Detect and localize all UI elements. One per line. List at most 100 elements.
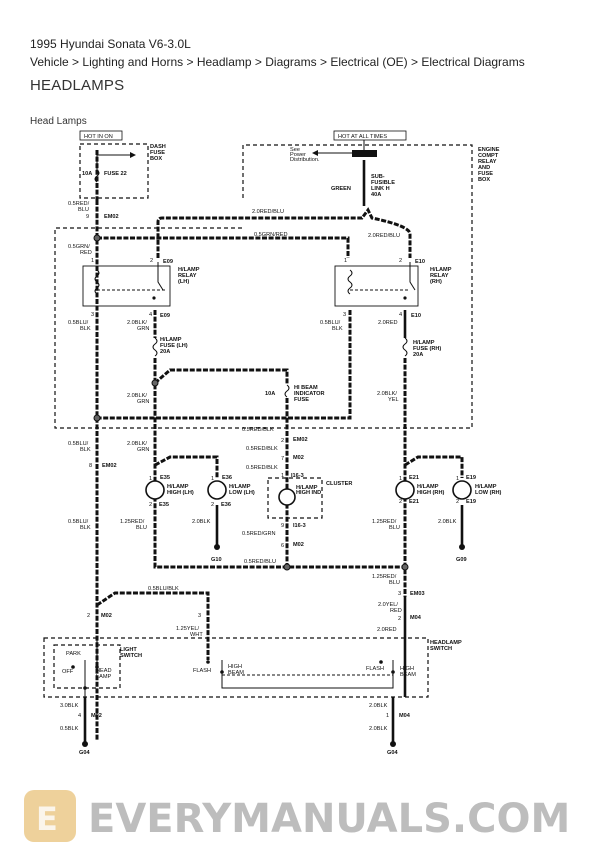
dash-fuse-box-outline — [79, 143, 149, 199]
hot-at-all-times-label: HOT AT ALL TIMES — [338, 134, 387, 140]
svg-text:3: 3 — [198, 613, 201, 619]
svg-text:1.25RED/BLU: 1.25RED/BLU — [372, 519, 400, 531]
svg-text:2.0RED/BLU: 2.0RED/BLU — [368, 233, 400, 239]
svg-text:CLUSTER: CLUSTER — [326, 481, 352, 487]
breadcrumb: Vehicle > Lighting and Horns > Headlamp … — [30, 55, 525, 69]
svg-text:EM02: EM02 — [102, 463, 117, 469]
svg-text:G04: G04 — [79, 750, 90, 756]
svg-text:EM02: EM02 — [293, 437, 308, 443]
svg-text:E10: E10 — [415, 259, 425, 265]
vehicle-title: 1995 Hyundai Sonata V6-3.0L — [30, 37, 191, 51]
component-boxes: HOT IN ON HOT AT ALL TIMES — [43, 130, 473, 698]
relay-lh-box — [82, 265, 171, 307]
watermark-logo-icon — [24, 790, 76, 842]
svg-text:M04: M04 — [399, 713, 411, 719]
svg-text:E09: E09 — [160, 313, 170, 319]
breadcrumb-electrical-oe[interactable]: Electrical (OE) — [330, 55, 408, 69]
svg-text:0.5BLU/BLK: 0.5BLU/BLK — [68, 519, 91, 531]
svg-text:6: 6 — [281, 543, 284, 549]
svg-text:M02: M02 — [91, 713, 102, 719]
svg-text:2: 2 — [399, 258, 402, 264]
svg-text:HEADLAMP: HEADLAMP — [96, 668, 112, 680]
headlamp-switch-outline — [43, 637, 429, 698]
svg-text:4: 4 — [399, 312, 402, 318]
svg-text:M02: M02 — [293, 455, 304, 461]
svg-text:E19: E19 — [466, 499, 476, 505]
svg-text:3: 3 — [91, 312, 94, 318]
headlamp-high-rh-icon — [395, 480, 415, 500]
svg-text:1: 1 — [149, 476, 152, 482]
svg-text:3.0BLK: 3.0BLK — [60, 703, 79, 709]
ground-icons — [82, 544, 465, 747]
svg-text:7: 7 — [281, 456, 284, 462]
svg-text:E35: E35 — [160, 475, 170, 481]
hot-at-all-times-box — [333, 130, 407, 141]
svg-text:0.5GRN/RED: 0.5GRN/RED — [254, 232, 288, 238]
breadcrumb-lighting-horns[interactable]: Lighting and Horns — [82, 55, 184, 69]
svg-text:PARK: PARK — [66, 651, 81, 657]
svg-text:4: 4 — [78, 713, 81, 719]
watermark-text: EVERYMANUALS.COM — [88, 796, 570, 842]
svg-text:0.5RED/BLU: 0.5RED/BLU — [244, 559, 276, 565]
svg-text:E36: E36 — [221, 502, 231, 508]
svg-text:1: 1 — [344, 258, 347, 264]
svg-text:2.0BLK: 2.0BLK — [369, 703, 388, 709]
svg-text:G10: G10 — [211, 557, 222, 563]
breadcrumb-diagrams[interactable]: Diagrams — [265, 55, 317, 69]
breadcrumb-electrical-diagrams[interactable]: Electrical Diagrams — [421, 55, 525, 69]
svg-text:1: 1 — [281, 473, 284, 479]
svg-text:E19: E19 — [466, 475, 476, 481]
svg-text:2.0RED: 2.0RED — [377, 627, 397, 633]
svg-text:2: 2 — [281, 438, 284, 444]
high-beam-indicator-icon — [278, 488, 296, 506]
watermark: E EVERYMANUALS.COM — [24, 790, 570, 842]
breadcrumb-vehicle[interactable]: Vehicle — [30, 55, 69, 69]
relay-rh-box — [334, 265, 419, 307]
wires — [71, 140, 464, 742]
svg-text:9: 9 — [281, 523, 284, 529]
breadcrumb-headlamp[interactable]: Headlamp — [196, 55, 252, 69]
svg-text:M02: M02 — [293, 542, 304, 548]
svg-text:EM03: EM03 — [410, 591, 425, 597]
svg-text:2.0RED: 2.0RED — [378, 320, 398, 326]
breadcrumb-separator: > — [186, 55, 194, 69]
svg-text:1.25RED/BLU: 1.25RED/BLU — [120, 519, 147, 531]
svg-text:4: 4 — [149, 312, 152, 318]
light-switch-outline — [53, 644, 121, 689]
svg-text:9: 9 — [86, 214, 89, 220]
svg-text:2.0BLK: 2.0BLK — [192, 519, 211, 525]
svg-text:3: 3 — [343, 312, 346, 318]
svg-text:G09: G09 — [456, 557, 467, 563]
svg-text:1: 1 — [386, 713, 389, 719]
svg-text:OFF: OFF — [62, 669, 74, 675]
svg-text:E35: E35 — [159, 502, 169, 508]
svg-text:0.5BLK: 0.5BLK — [60, 726, 79, 732]
diagram-caption: Head Lamps — [30, 116, 87, 127]
svg-text:1.25RED/BLU: 1.25RED/BLU — [372, 574, 400, 586]
svg-text:1: 1 — [456, 476, 459, 482]
hot-in-on-label: HOT IN ON — [84, 134, 113, 140]
watermark-logo-letter: E — [36, 800, 58, 838]
svg-text:FUSE 22: FUSE 22 — [104, 171, 127, 177]
hot-in-on-box — [79, 130, 123, 141]
svg-text:E36: E36 — [222, 475, 232, 481]
svg-text:2.0YEL/RED: 2.0YEL/RED — [378, 602, 402, 614]
svg-text:2.0BLK/YEL: 2.0BLK/YEL — [377, 391, 399, 403]
svg-text:I16-3: I16-3 — [291, 473, 304, 479]
svg-text:8: 8 — [89, 463, 92, 469]
svg-text:I16-3: I16-3 — [293, 523, 306, 529]
lamps — [82, 480, 472, 747]
breadcrumb-separator: > — [254, 55, 262, 69]
svg-text:1: 1 — [211, 476, 214, 482]
